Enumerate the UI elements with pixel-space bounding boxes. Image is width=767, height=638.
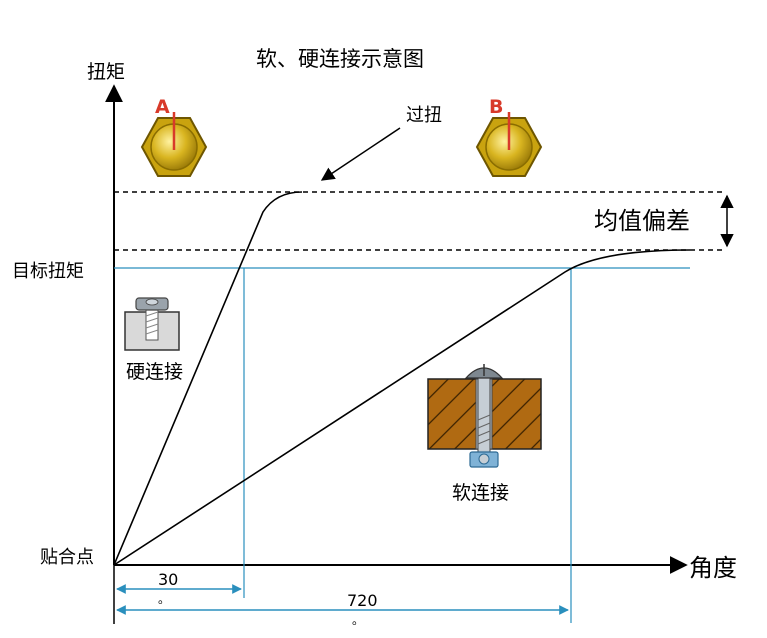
hard-angle-unit: 。 [158, 592, 170, 606]
overtorque-arrow [320, 127, 401, 181]
bolt-a-label: A [155, 96, 170, 118]
diagram-title: 软、硬连接示意图 [256, 47, 424, 71]
x-axis-label: 角度 [689, 554, 737, 582]
soft-angle-unit: 。 [352, 613, 364, 627]
hard-angle-value: 30 [158, 570, 178, 589]
soft-angle-value: 720 [347, 591, 378, 610]
bolt-a-icon [140, 112, 208, 177]
soft-joint-icon [427, 364, 542, 468]
bolt-b-label: B [489, 96, 503, 118]
hard-joint-label: 硬连接 [126, 361, 183, 383]
target-torque-label: 目标扭矩 [12, 261, 84, 282]
hard-joint-curve [113, 191, 303, 566]
soft-joint-label: 软连接 [452, 482, 509, 504]
overtorque-label: 过扭 [406, 105, 442, 126]
mean-deviation-label: 均值偏差 [594, 207, 690, 235]
origin-label: 贴合点 [40, 547, 94, 568]
y-axis-label: 扭矩 [87, 61, 125, 83]
soft-joint-curve [113, 249, 691, 566]
bolt-b-icon [475, 112, 543, 177]
hard-joint-icon [124, 297, 180, 351]
